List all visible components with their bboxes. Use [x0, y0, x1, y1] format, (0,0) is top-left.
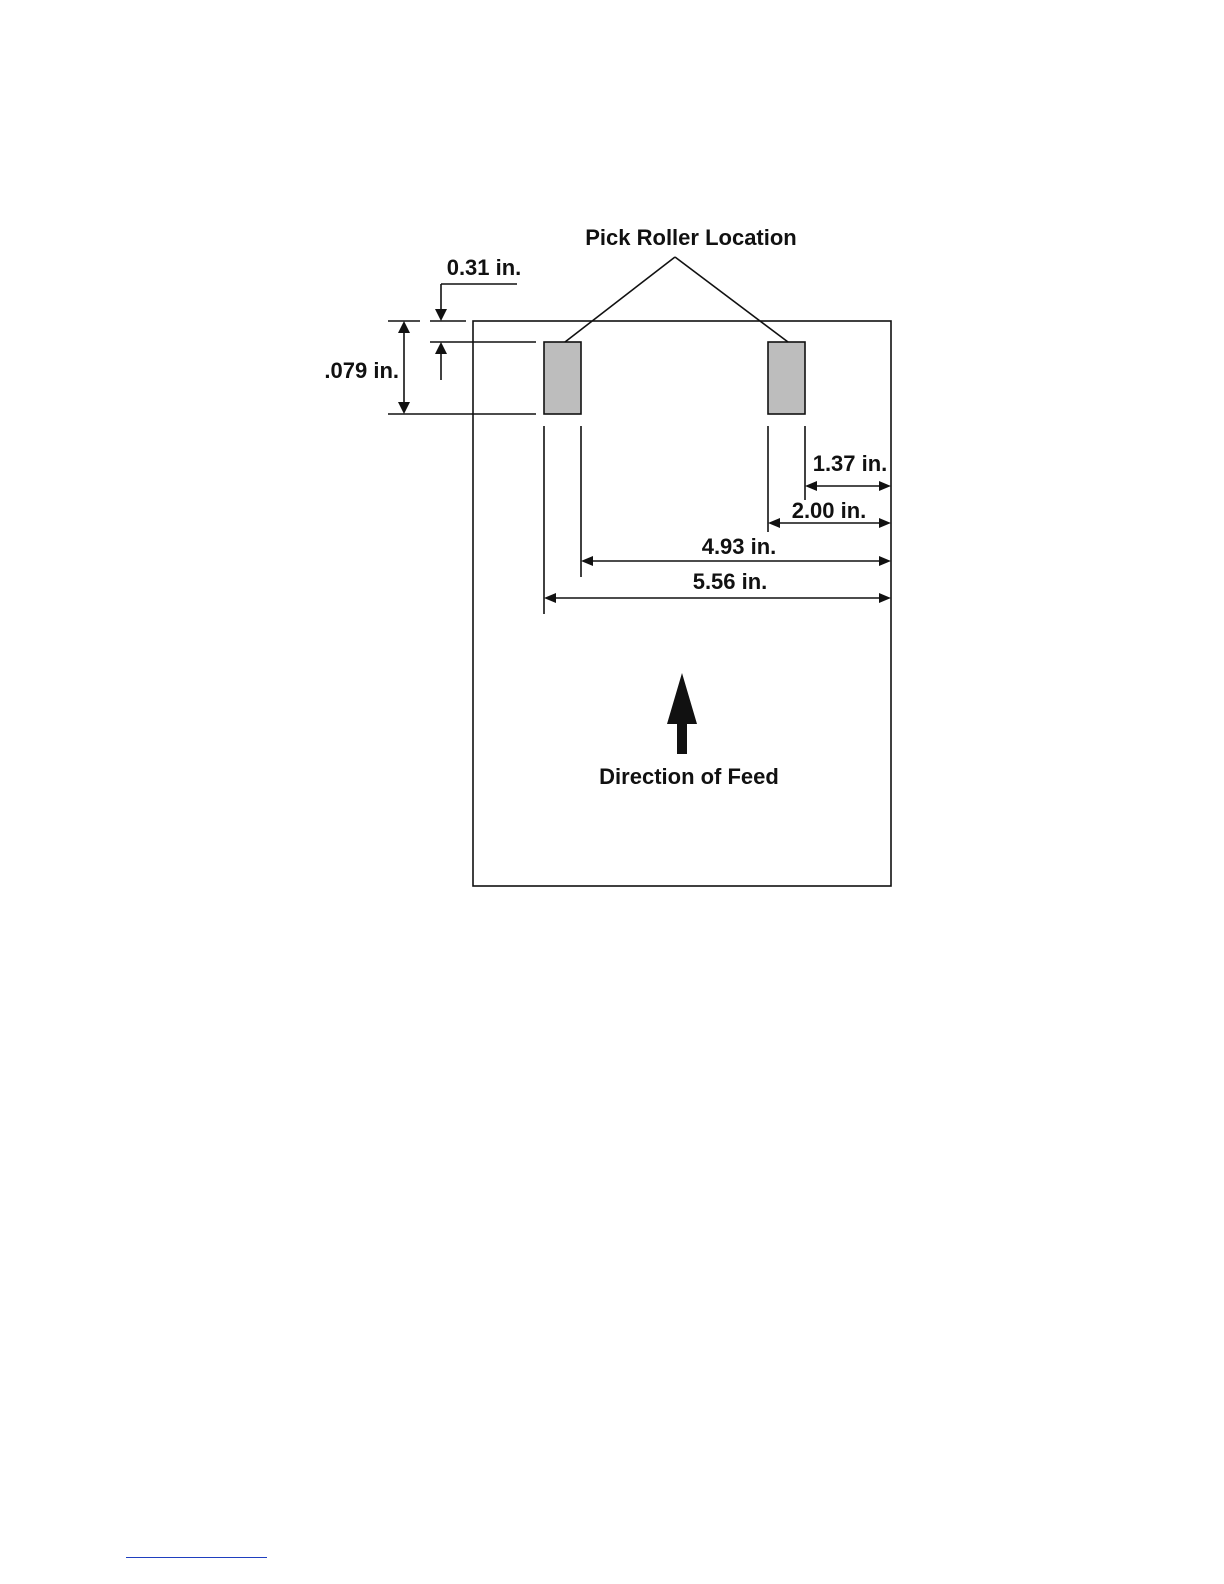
dim-2-00-label: 2.00 in. — [792, 498, 867, 523]
paper-sheet — [473, 321, 891, 886]
roller-length-label: .079 in. — [324, 358, 399, 383]
top-margin-arrowhead — [435, 309, 447, 321]
roller-length-arrowhead-top — [398, 321, 410, 333]
dim-4-93-label: 4.93 in. — [702, 534, 777, 559]
top-margin-label: 0.31 in. — [447, 255, 522, 280]
dim-5-56-label: 5.56 in. — [693, 569, 768, 594]
feed-direction-label: Direction of Feed — [599, 764, 779, 789]
diagram-title: Pick Roller Location — [585, 225, 797, 250]
roller-length-arrowhead-bottom — [398, 402, 410, 414]
footer-rule — [126, 1557, 267, 1558]
dim-1-37-label: 1.37 in. — [813, 451, 888, 476]
roller-top-arrowhead — [435, 342, 447, 354]
left-pick-roller — [544, 342, 581, 414]
right-pick-roller — [768, 342, 805, 414]
